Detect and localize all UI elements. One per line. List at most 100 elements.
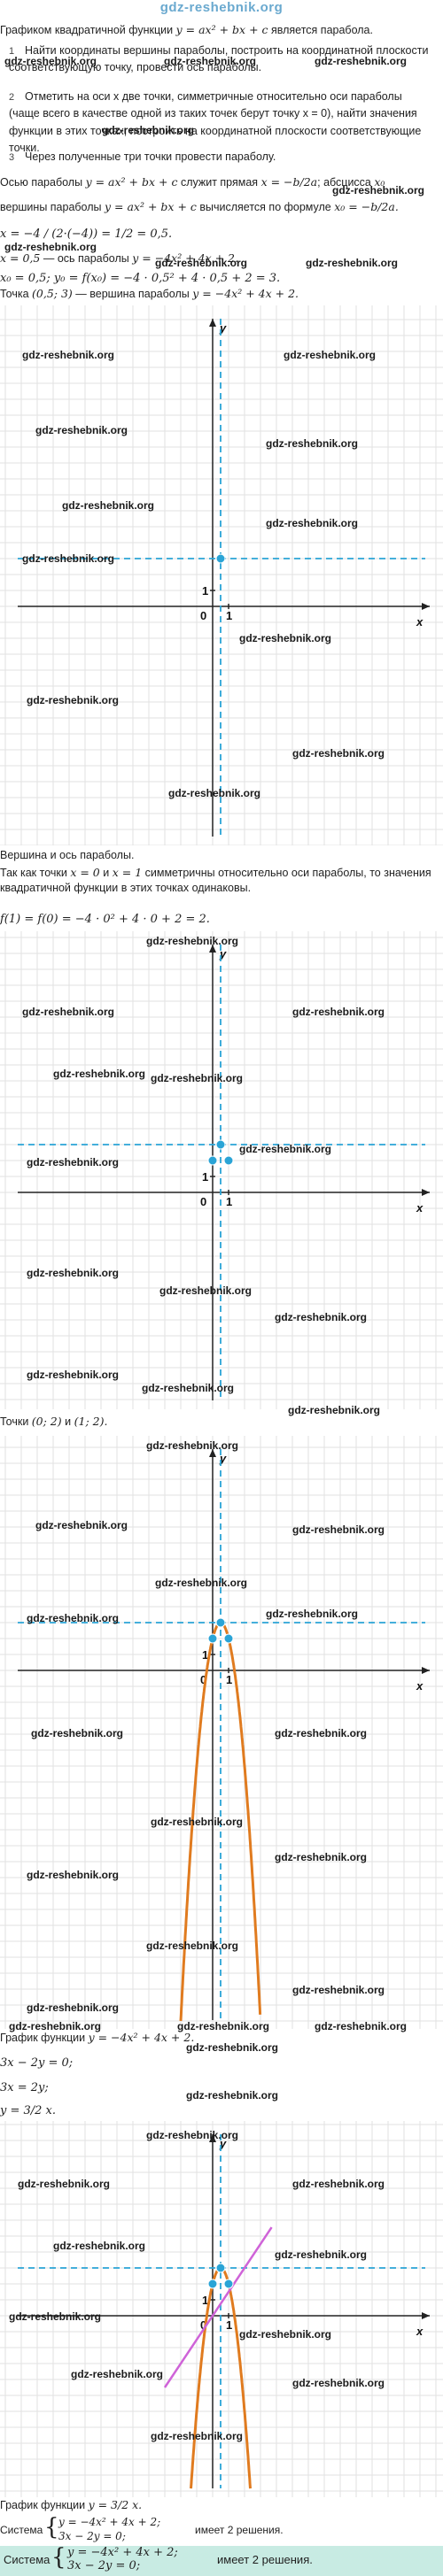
watermark: gdz-reshebnik.org <box>168 787 260 799</box>
watermark: gdz-reshebnik.org <box>292 2377 385 2389</box>
watermark: gdz-reshebnik.org <box>159 1284 252 1297</box>
watermark: gdz-reshebnik.org <box>27 1869 119 1881</box>
watermark: gdz-reshebnik.org <box>186 2089 279 2102</box>
x-axis-arrow-icon <box>422 603 430 610</box>
watermark: gdz-reshebnik.org <box>315 55 408 67</box>
watermark: gdz-reshebnik.org <box>9 2020 102 2032</box>
origin-label: 0 <box>200 2318 206 2332</box>
y-axis-label: y <box>219 947 227 960</box>
watermark: gdz-reshebnik.org <box>292 1006 385 1018</box>
graph-point <box>215 553 226 564</box>
watermark: gdz-reshebnik.org <box>142 1382 234 1394</box>
calc-line-1: x = −4 / (2·(−4)) = 1/2 = 0,5. <box>0 228 173 241</box>
watermark: gdz-reshebnik.org <box>151 1072 243 1084</box>
watermark: gdz-reshebnik.org <box>239 1143 331 1155</box>
graph-caption-1: График функции y = −4x² + 4x + 2. <box>0 2031 195 2044</box>
watermark: gdz-reshebnik.org <box>4 241 97 253</box>
y-tick-label: 1 <box>202 1648 208 1662</box>
watermark: gdz-reshebnik.org <box>27 1369 119 1381</box>
watermark: gdz-reshebnik.org <box>22 349 114 361</box>
watermark: gdz-reshebnik.org <box>239 2328 331 2341</box>
axis-text: Осью параболы y = ax² + bx + c служит пр… <box>0 175 385 189</box>
watermark: gdz-reshebnik.org <box>275 1727 367 1739</box>
text-vertex-axis: Вершина и ось параболы. <box>0 849 135 861</box>
watermark: gdz-reshebnik.org <box>266 1608 358 1620</box>
watermark: gdz-reshebnik.org <box>22 552 114 565</box>
x-tick-label: 1 <box>226 1195 232 1208</box>
x-tick-label: 1 <box>226 2318 232 2332</box>
watermark: gdz-reshebnik.org <box>288 1404 381 1416</box>
watermark: gdz-reshebnik.org <box>4 55 97 67</box>
chart-system-svg: x y 0 1 1 gdz-reshebnik.org gdz-reshebnik.org g… <box>0 2121 443 2497</box>
chart-system: x y 0 1 1 gdz-reshebnik.org gdz-reshebnik.org g… <box>0 2121 443 2497</box>
eq-1: 3x − 2y = 0; <box>0 2056 74 2070</box>
y-tick-label: 1 <box>202 2294 208 2307</box>
y-axis-label: y <box>219 1452 227 1465</box>
origin-label: 0 <box>200 1673 206 1686</box>
y-tick-label: 1 <box>202 584 208 598</box>
y-tick-label: 1 <box>202 1170 208 1184</box>
watermark: gdz-reshebnik.org <box>266 437 358 450</box>
watermark: gdz-reshebnik.org <box>27 694 119 706</box>
x-axis-label: x <box>416 2325 424 2338</box>
linear-function-line <box>163 2226 273 2388</box>
watermark: gdz-reshebnik.org <box>35 424 128 436</box>
y-axis-arrow-icon <box>209 319 216 327</box>
watermark: gdz-reshebnik.org <box>53 2240 145 2252</box>
watermark: gdz-reshebnik.org <box>31 1727 123 1739</box>
watermark: gdz-reshebnik.org <box>155 1577 247 1589</box>
watermark: gdz-reshebnik.org <box>22 1006 114 1018</box>
graph-point <box>223 1155 234 1166</box>
calc-line-3: x₀ = 0,5; y₀ = f(x₀) = −4 · 0,5² + 4 · 0… <box>0 272 281 285</box>
brace-icon: { <box>44 2514 59 2541</box>
watermark: gdz-reshebnik.org <box>151 2430 243 2442</box>
x-axis-label: x <box>416 615 424 629</box>
watermark: gdz-reshebnik.org <box>275 1311 367 1323</box>
origin-label: 0 <box>200 1195 206 1208</box>
points-text: Точки (0; 2) и (1; 2). <box>0 1415 108 1428</box>
watermark: gdz-reshebnik.org <box>146 2129 238 2141</box>
watermark: gdz-reshebnik.org <box>315 2020 408 2032</box>
watermark: gdz-reshebnik.org <box>27 2001 119 2014</box>
chart-points-svg: x y 0 1 1 gdz-reshebnik.org gdz-reshebnik.org g… <box>0 931 443 1409</box>
calc-line-2: x = 0,5 — ось параболы y = −4x² + 4x + 2… <box>0 251 238 265</box>
f-values: f(1) = f(0) = −4 · 0² + 4 · 0 + 2 = 2. <box>0 913 210 926</box>
watermark: gdz-reshebnik.org <box>18 2178 110 2190</box>
watermark: gdz-reshebnik.org <box>35 1519 128 1531</box>
watermark: gdz-reshebnik.org <box>332 184 425 197</box>
graph-point <box>207 2279 218 2289</box>
watermark: gdz-reshebnik.org <box>9 2310 101 2323</box>
grid <box>0 2121 443 2497</box>
watermark: gdz-reshebnik.org <box>292 1523 385 1536</box>
watermark: gdz-reshebnik.org <box>27 1156 119 1168</box>
calc-line-4: Точка (0,5; 3) — вершина параболы y = −4… <box>0 287 299 300</box>
x-tick-label: 1 <box>226 609 232 622</box>
watermark: gdz-reshebnik.org <box>292 2178 385 2190</box>
eq-3: y = 3/2 x. <box>0 2104 57 2117</box>
system-highlighted: Система { y = −4x² + 4x + 2; 3x − 2y = 0… <box>0 2546 443 2576</box>
graph-point <box>223 2279 234 2289</box>
x-axis-label: x <box>416 1201 424 1215</box>
watermark: gdz-reshebnik.org <box>177 2020 270 2032</box>
watermark: gdz-reshebnik.org <box>146 1940 238 1952</box>
chart-points: x y 0 1 1 gdz-reshebnik.org gdz-reshebnik.org g… <box>0 931 443 1409</box>
watermark: gdz-reshebnik.org <box>27 1612 119 1624</box>
watermark: gdz-reshebnik.org <box>284 349 376 361</box>
grid <box>0 305 443 845</box>
y-axis-label: y <box>219 2137 227 2150</box>
watermark: gdz-reshebnik.org <box>266 517 358 529</box>
y-axis-arrow-icon <box>209 1449 216 1457</box>
vertex-text: вершины параболы y = ax² + bx + c вычисл… <box>0 200 399 213</box>
watermark: gdz-reshebnik.org <box>306 257 399 269</box>
watermark: gdz-reshebnik.org <box>164 55 257 67</box>
y-axis-label: y <box>219 321 227 335</box>
x-tick-label: 1 <box>226 1673 232 1686</box>
eq-2: 3x = 2y; <box>0 2081 49 2094</box>
watermark: gdz-reshebnik.org <box>146 1439 238 1452</box>
site-logo[interactable]: gdz-reshebnik.org <box>159 0 284 15</box>
